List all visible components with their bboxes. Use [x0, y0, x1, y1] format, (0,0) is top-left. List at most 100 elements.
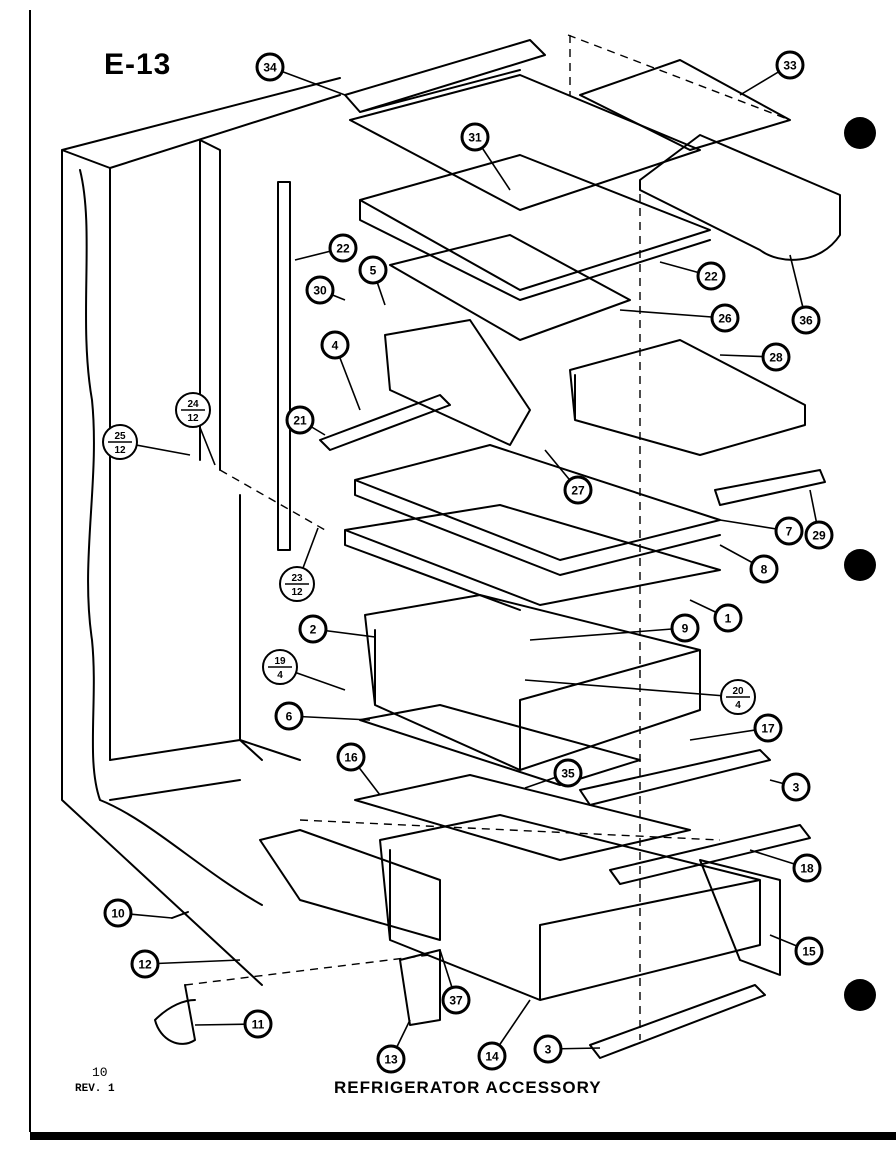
callout-circle — [285, 405, 315, 435]
drawer-guide-18 — [609, 824, 811, 885]
diagram-caption: REFRIGERATOR ACCESSORY — [334, 1078, 602, 1097]
fraction-callout-20-4: 204 — [720, 679, 756, 715]
crisper-cover — [354, 774, 691, 861]
callout-label: 36 — [799, 314, 813, 328]
callout-22: 22 — [328, 233, 358, 263]
callout-circle — [794, 936, 824, 966]
callout-7: 7 — [774, 516, 804, 546]
fraction-bottom: 4 — [277, 670, 283, 681]
hinge-cam — [154, 984, 196, 1045]
callout-35: 35 — [553, 758, 583, 788]
callout-28: 28 — [761, 342, 791, 372]
callout-circle — [376, 1044, 406, 1074]
drawer-upper — [364, 594, 701, 771]
callout-label: 27 — [571, 484, 585, 498]
fraction-bottom: 12 — [114, 445, 126, 456]
callout-circle — [781, 772, 811, 802]
callout-leader — [529, 627, 686, 641]
callout-label: 30 — [313, 284, 327, 298]
callout-circle — [130, 949, 160, 979]
callout-circle — [441, 985, 471, 1015]
callout-leader — [144, 959, 241, 965]
callout-circle — [553, 758, 583, 788]
callout-circle — [305, 275, 335, 305]
callout-label: 13 — [384, 1053, 398, 1067]
callout-label: 33 — [783, 59, 797, 73]
callout-6: 6 — [274, 701, 304, 731]
page-number: 10 — [92, 1065, 108, 1080]
bottom-bracket-left — [259, 829, 441, 941]
callout-circle — [243, 1009, 273, 1039]
callout-label: 12 — [138, 958, 152, 972]
assembly-line — [567, 34, 791, 121]
callout-circle — [710, 303, 740, 333]
fraction-callout-19-4: 194 — [262, 649, 298, 685]
callout-label: 35 — [561, 767, 575, 781]
callout-3: 3 — [781, 772, 811, 802]
callout-label: 6 — [286, 710, 293, 724]
callout-2: 2 — [298, 614, 328, 644]
lower-shelf-frame — [344, 504, 721, 611]
callout-label: 3 — [793, 781, 800, 795]
callout-label: 26 — [718, 312, 732, 326]
callout-circle — [477, 1041, 507, 1071]
callout-13: 13 — [376, 1044, 406, 1074]
screw-10 — [171, 911, 189, 919]
callout-label: 17 — [761, 722, 775, 736]
callout-33: 33 — [775, 50, 805, 80]
callout-circle — [255, 52, 285, 82]
callout-label: 31 — [468, 131, 482, 145]
callout-label: 29 — [812, 529, 826, 543]
callout-1: 1 — [713, 603, 743, 633]
drawer-guide-upper — [579, 749, 771, 806]
scan-border — [30, 1132, 896, 1140]
assembly-line — [219, 469, 326, 531]
callout-label: 22 — [704, 270, 718, 284]
assembly-line — [299, 819, 721, 841]
revision-label: REV. 1 — [75, 1083, 115, 1095]
callout-circle — [336, 742, 366, 772]
bottom-bracket-right — [699, 859, 781, 976]
callout-circle — [670, 613, 700, 643]
callout-circle — [791, 305, 821, 335]
callout-label: 1 — [725, 612, 732, 626]
callout-circle — [792, 853, 822, 883]
callout-circle — [774, 516, 804, 546]
callout-label: 4 — [332, 339, 339, 353]
punch-hole — [844, 117, 876, 149]
fraction-bottom: 12 — [291, 587, 303, 598]
callout-8: 8 — [749, 554, 779, 584]
cabinet-liner-wavy — [79, 169, 263, 906]
assembly-line — [184, 954, 431, 986]
fraction-bottom: 4 — [735, 700, 741, 711]
callout-circle — [460, 122, 490, 152]
callout-label: 2 — [310, 623, 317, 637]
callout-26: 26 — [710, 303, 740, 333]
callout-label: 10 — [111, 907, 125, 921]
callout-5: 5 — [358, 255, 388, 285]
callout-circle — [320, 330, 350, 360]
callout-18: 18 — [792, 853, 822, 883]
callout-circle — [713, 603, 743, 633]
callout-label: 16 — [344, 751, 358, 765]
drawer-lower — [379, 814, 761, 1001]
callout-30: 30 — [305, 275, 335, 305]
fraction-top: 19 — [274, 656, 286, 667]
callout-circle — [761, 342, 791, 372]
callout-circle — [749, 554, 779, 584]
callout-17: 17 — [753, 713, 783, 743]
fraction-top: 25 — [114, 431, 126, 442]
callout-circle — [753, 713, 783, 743]
callout-circle — [328, 233, 358, 263]
fraction-bottom: 12 — [187, 413, 199, 424]
top-shelf-frame — [344, 39, 701, 211]
callout-circle — [696, 261, 726, 291]
callout-circle — [563, 475, 593, 505]
callout-leader — [619, 309, 726, 319]
drawer-guide-lower — [589, 984, 766, 1059]
